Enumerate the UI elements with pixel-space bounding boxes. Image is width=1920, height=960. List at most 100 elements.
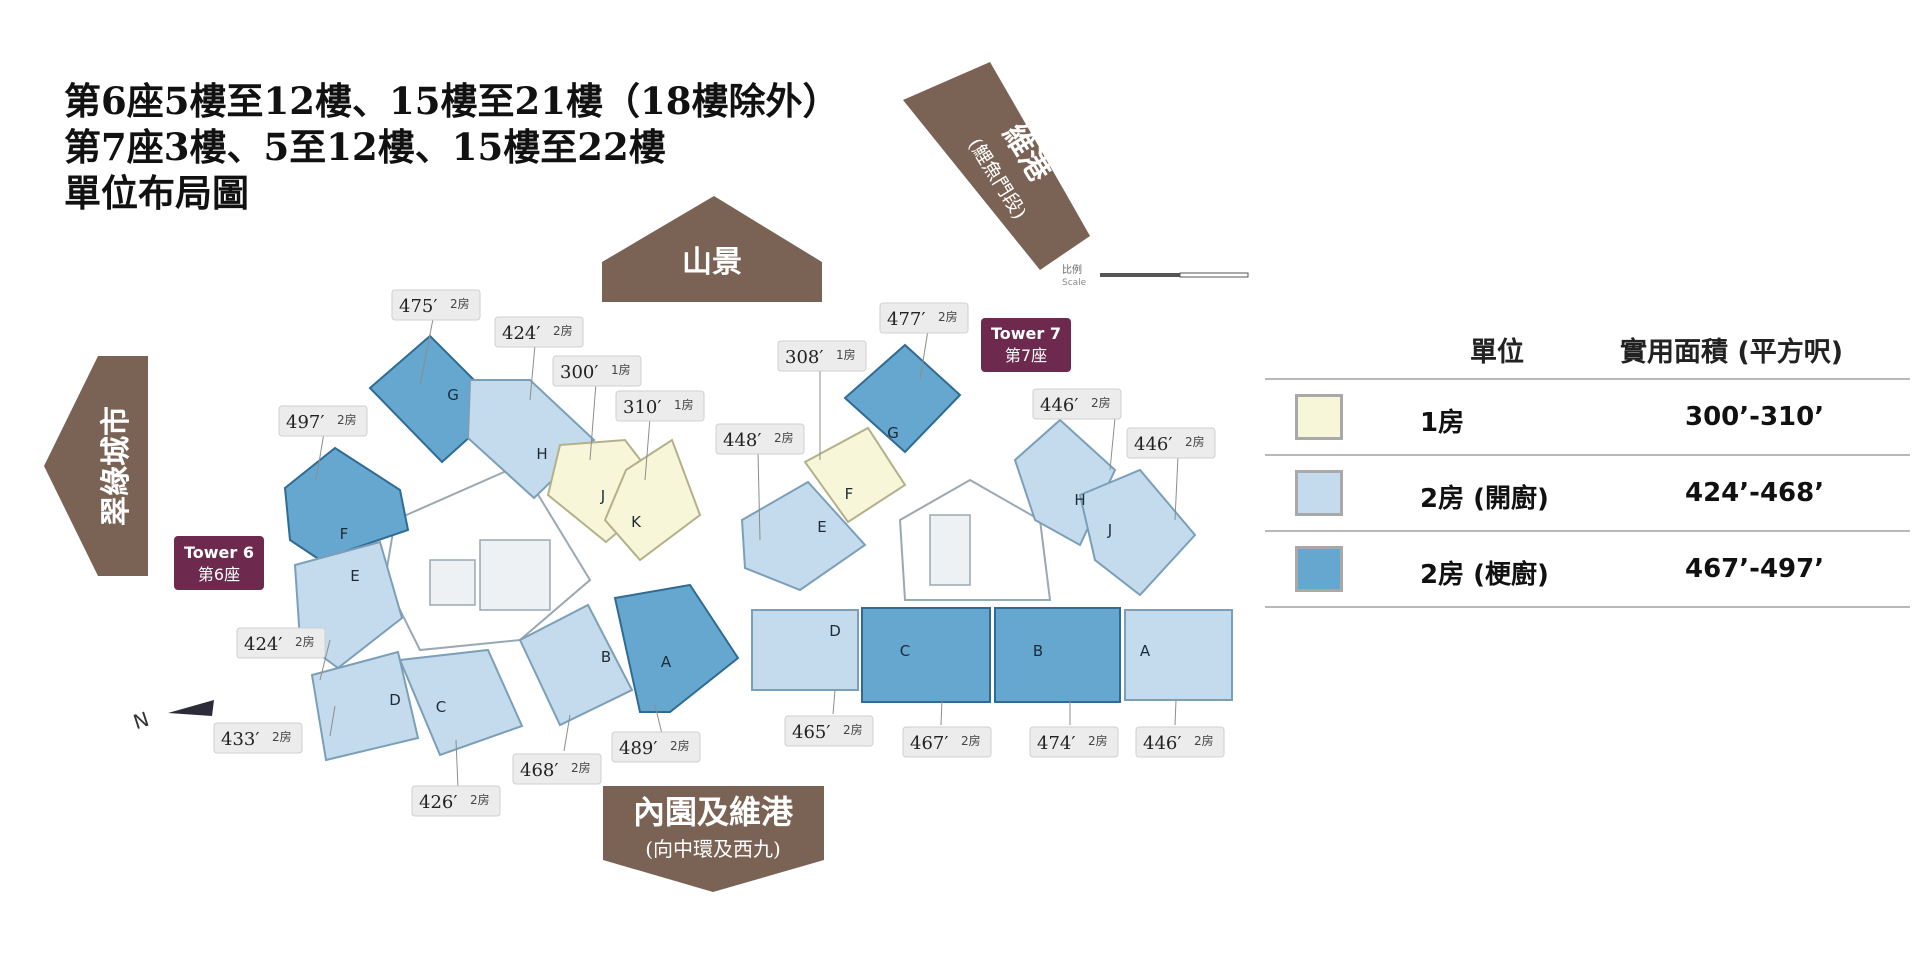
legend-swatch-2-room-open bbox=[1295, 470, 1343, 516]
unit-label: B bbox=[1033, 642, 1043, 660]
unit-letters: G H J K F E D C B A G F E H J D C B A bbox=[340, 386, 1151, 716]
legend-type: 2房 (梗廚) bbox=[1420, 560, 1549, 590]
area-tag: 446′2房 bbox=[1032, 388, 1122, 420]
leader-lines bbox=[315, 318, 1179, 789]
direction-inner-label: 內園及維港 bbox=[633, 793, 794, 831]
legend: 單位 實用面積 (平方呎) 1房 300’-310’ 2房 (開廚) 424’-… bbox=[1265, 322, 1910, 608]
area-tag-rooms: 1房 bbox=[674, 397, 694, 412]
tower-7-cn: 第7座 bbox=[1005, 346, 1047, 365]
area-tag: 448′2房 bbox=[715, 423, 805, 455]
area-tag: 465′2房 bbox=[784, 715, 874, 747]
area-tag-rooms: 2房 bbox=[553, 323, 573, 338]
legend-area: 424’-468’ bbox=[1685, 478, 1825, 508]
area-tag-rooms: 2房 bbox=[337, 412, 357, 427]
area-tag-rooms: 2房 bbox=[1091, 395, 1111, 410]
area-tag-rooms: 2房 bbox=[961, 733, 981, 748]
legend-swatch-1-room bbox=[1295, 394, 1343, 440]
area-tag-value: 310′ bbox=[623, 397, 661, 418]
unit-label: C bbox=[436, 698, 446, 716]
unit-label: J bbox=[1107, 521, 1112, 539]
area-tag-rooms: 2房 bbox=[571, 760, 591, 775]
direction-mountain-label: 山景 bbox=[682, 245, 742, 280]
area-tag: 424′ 2房 bbox=[494, 316, 584, 348]
area-tag-value: 424′ bbox=[502, 323, 540, 344]
scale-label-cn: 比例 bbox=[1062, 263, 1082, 276]
tower-6-en: Tower 6 bbox=[184, 543, 254, 562]
title-line-1: 第6座5樓至12樓、15樓至21樓（18樓除外） bbox=[64, 79, 840, 123]
area-tag: 475′ 2房 bbox=[391, 289, 481, 321]
tower-7-badge: Tower 7 第7座 bbox=[981, 318, 1071, 372]
unit-label: C bbox=[900, 642, 910, 660]
area-tag-value: 300′ bbox=[560, 362, 598, 383]
tower-7-en: Tower 7 bbox=[991, 324, 1061, 343]
area-tag: 446′2房 bbox=[1126, 427, 1216, 459]
legend-header: 單位 實用面積 (平方呎) bbox=[1265, 322, 1910, 380]
unit-label: A bbox=[661, 653, 672, 671]
scale-label-en: Scale bbox=[1062, 278, 1087, 288]
area-tag-rooms: 2房 bbox=[774, 430, 794, 445]
legend-area: 300’-310’ bbox=[1685, 402, 1825, 432]
area-tag: 308′1房 bbox=[777, 340, 867, 372]
unit-label: H bbox=[1074, 491, 1085, 509]
area-tag: 310′ 1房 bbox=[615, 390, 705, 422]
area-tag-rooms: 2房 bbox=[670, 738, 690, 753]
area-tag-rooms: 2房 bbox=[450, 296, 470, 311]
compass-north-label: N bbox=[130, 707, 152, 734]
area-tags: 475′ 2房 424′ 2房 300′ 1房 310′ 1房 497′ 2房 424′ 2房 433′… bbox=[213, 289, 1225, 817]
area-tag: 497′ 2房 bbox=[278, 405, 368, 437]
area-tag-rooms: 2房 bbox=[1088, 733, 1108, 748]
north-arrow-icon: N bbox=[130, 700, 214, 734]
legend-row: 1房 300’-310’ bbox=[1265, 380, 1910, 456]
area-tag-rooms: 2房 bbox=[1185, 434, 1205, 449]
tower-7-plan bbox=[740, 343, 1233, 703]
legend-type: 1房 bbox=[1420, 408, 1465, 438]
unit-label: F bbox=[845, 485, 854, 503]
direction-city: 翠綠城市 bbox=[44, 356, 148, 576]
scale-bar: 比例 Scale bbox=[1062, 263, 1249, 288]
area-tag: 424′ 2房 bbox=[236, 627, 326, 659]
unit-label: E bbox=[817, 518, 826, 536]
area-tag: 467′2房 bbox=[902, 726, 992, 758]
area-tag-value: 433′ bbox=[221, 729, 259, 750]
area-tag-rooms: 2房 bbox=[272, 729, 292, 744]
legend-row: 2房 (梗廚) 467’-497’ bbox=[1265, 532, 1910, 608]
area-tag-value: 424′ bbox=[244, 634, 282, 655]
unit-label: A bbox=[1140, 642, 1151, 660]
direction-inner-sub: (向中環及西九) bbox=[645, 837, 781, 861]
direction-city-label: 翠綠城市 bbox=[99, 406, 134, 526]
unit-label: B bbox=[601, 648, 611, 666]
area-tag-rooms: 2房 bbox=[470, 792, 490, 807]
tower-6-badge: Tower 6 第6座 bbox=[174, 536, 264, 590]
title-line-2: 第7座3樓、5至12樓、15樓至22樓 bbox=[64, 125, 666, 169]
floor-plan: 山景 維港 (鯉魚門段) 翠綠城市 內園及維港 (向中環及西九) 比例 Scal… bbox=[44, 62, 1249, 892]
area-tag: 477′ 2房 bbox=[879, 302, 969, 334]
area-tag-value: 468′ bbox=[520, 760, 558, 781]
legend-col-area: 實用面積 (平方呎) bbox=[1620, 337, 1844, 368]
unit-label: J bbox=[600, 487, 605, 505]
area-tag-value: 308′ bbox=[785, 347, 823, 368]
page-title: 第6座5樓至12樓、15樓至21樓（18樓除外） 第7座3樓、5至12樓、15樓… bbox=[64, 78, 839, 216]
legend-type: 2房 (開廚) bbox=[1420, 484, 1549, 514]
area-tag-value: 497′ bbox=[286, 412, 324, 433]
tower-6-cn: 第6座 bbox=[198, 565, 240, 584]
area-tag-rooms: 2房 bbox=[1194, 733, 1214, 748]
direction-mountain: 山景 bbox=[602, 196, 822, 302]
area-tag-rooms: 2房 bbox=[843, 722, 863, 737]
unit-label: D bbox=[829, 622, 841, 640]
area-tag-value: 489′ bbox=[619, 738, 657, 759]
area-tag: 426′2房 bbox=[411, 785, 501, 817]
unit-label: G bbox=[447, 386, 459, 404]
area-tag-value: 477′ bbox=[887, 309, 925, 330]
title-line-3: 單位布局圖 bbox=[64, 171, 249, 215]
area-tag: 446′2房 bbox=[1135, 726, 1225, 758]
legend-swatch-2-room-closed bbox=[1295, 546, 1343, 592]
area-tag-rooms: 2房 bbox=[938, 309, 958, 324]
unit-label: D bbox=[389, 691, 401, 709]
unit-label: G bbox=[887, 424, 899, 442]
area-tag: 468′ 2房 bbox=[512, 753, 602, 785]
tower-6-plan bbox=[283, 334, 740, 762]
area-tag-value: 475′ bbox=[399, 296, 437, 317]
legend-col-unit: 單位 bbox=[1470, 337, 1524, 368]
area-tag-rooms: 1房 bbox=[611, 362, 631, 377]
area-tag-rooms: 2房 bbox=[295, 634, 315, 649]
